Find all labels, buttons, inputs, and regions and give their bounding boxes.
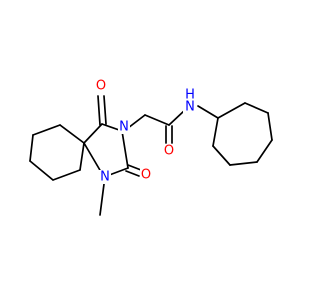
nitrogen-amide-label: N — [185, 100, 195, 115]
bond-methyl — [99, 183, 105, 216]
oxygen-urea-label: O — [141, 168, 151, 183]
oxygen-amide-label: O — [164, 144, 174, 159]
bond-ketone-double-b — [103, 95, 107, 125]
bond-cycloheptane-4 — [256, 139, 273, 163]
bond-layer — [29, 95, 273, 216]
molecule-canvas: O N O H N N — [29, 79, 273, 216]
bond-cyclohexane-2 — [32, 124, 61, 136]
oxygen-amide: O — [163, 144, 175, 159]
nitrogen-imide: N — [118, 120, 130, 135]
bond-cyclohexane-1 — [59, 124, 85, 144]
oxygen-ketone-label: O — [96, 79, 106, 94]
bond-n-ureacarbon — [121, 130, 129, 169]
atom-label-layer: O N O H N N — [95, 79, 197, 185]
bond-amidecarbon-nh — [168, 109, 186, 126]
oxygen-urea: O — [140, 168, 152, 183]
nitrogen-amide-nh: H N — [183, 88, 197, 115]
bond-cycloheptane-1 — [217, 102, 246, 119]
nitrogen-methyl-label: N — [100, 170, 110, 185]
bond-cycloheptane-7 — [212, 117, 219, 147]
bond-ch2-amidecarbon — [144, 114, 170, 126]
bond-n-ch2 — [127, 114, 146, 129]
bond-urea-double-a — [127, 164, 142, 171]
bond-nh-cycloheptyl — [197, 105, 219, 119]
nitrogen-methyl: N — [99, 170, 111, 185]
bond-cycloheptane-5 — [229, 161, 258, 166]
bond-cycloheptane-2 — [244, 102, 269, 114]
nitrogen-imide-label: N — [119, 120, 129, 135]
bond-cycloheptane-6 — [212, 145, 231, 166]
bond-cyclohexane-6 — [79, 142, 85, 171]
bond-cyclohexane-4 — [29, 160, 54, 181]
bond-spiro-carbonyl — [83, 123, 103, 144]
bond-ketone-double-a — [97, 95, 101, 126]
bond-cyclohexane-3 — [29, 134, 34, 162]
structure-diagram: O N O H N N — [29, 79, 273, 216]
oxygen-ketone: O — [95, 79, 107, 94]
bond-urea-double-b — [125, 170, 140, 177]
bond-cycloheptane-3 — [267, 112, 273, 141]
bond-cyclohexane-5 — [52, 169, 81, 181]
hydrogen-amide-label: H — [185, 88, 195, 103]
